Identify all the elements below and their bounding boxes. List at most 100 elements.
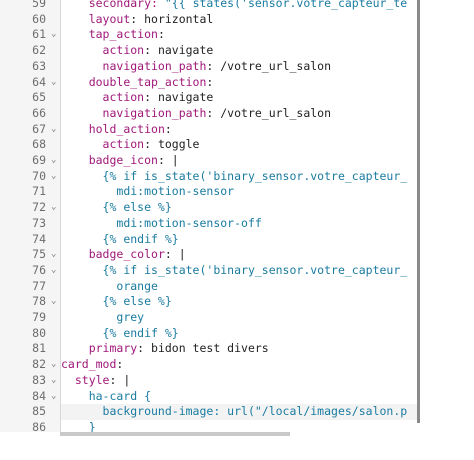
line-number: 67	[32, 121, 46, 136]
code-line[interactable]: secondary: "{{ states('sensor.votre_capt…	[61, 0, 418, 12]
code-line[interactable]: mdi:motion-sensor	[61, 184, 418, 200]
code-line[interactable]: double_tap_action:	[61, 75, 418, 91]
code-line[interactable]: {% endif %}	[61, 326, 418, 342]
code-token: navigation_path	[102, 105, 207, 120]
fold-chevron-icon[interactable]: ⌄	[51, 264, 57, 275]
code-line[interactable]: tap_action:	[61, 27, 418, 43]
code-token: : /votre_url_salon	[206, 58, 332, 73]
code-token: ha-card {	[88, 388, 152, 403]
code-token: {% endif %}	[102, 325, 179, 340]
code-line[interactable]: badge_icon: |	[61, 153, 418, 169]
line-number: 70	[32, 168, 46, 183]
code-line[interactable]: action: navigate	[61, 90, 418, 106]
code-line[interactable]: {% if is_state('binary_sensor.votre_capt…	[61, 169, 418, 185]
code-line[interactable]: mdi:motion-sensor-off	[61, 216, 418, 232]
line-number: 82	[32, 357, 46, 372]
fold-chevron-icon[interactable]: ⌄	[51, 155, 57, 165]
fold-chevron-icon[interactable]: ⌄	[51, 170, 57, 181]
code-token: secondary:	[88, 0, 165, 10]
code-line[interactable]: navigation_path: /votre_url_salon	[61, 106, 418, 122]
code-token: : navigate	[144, 90, 214, 105]
code-token: {% else %}	[102, 200, 172, 215]
fold-chevron-icon[interactable]: ⌄	[51, 76, 57, 87]
fold-chevron-icon[interactable]: ⌄	[51, 390, 57, 401]
line-number: 68	[32, 137, 46, 152]
code-token	[61, 12, 89, 26]
line-number: 71	[32, 184, 46, 199]
code-token	[61, 232, 103, 246]
code-token: "{{ states('sensor.votre_capteur_te	[164, 0, 408, 10]
code-line[interactable]: background-image: url("/local/images/sal…	[61, 404, 418, 420]
code-line[interactable]: ha-card {	[61, 389, 418, 405]
code-token: style	[74, 372, 110, 387]
code-token: card_mod	[61, 357, 117, 372]
code-token	[61, 169, 103, 183]
code-token	[61, 404, 103, 418]
line-number: 84	[32, 388, 46, 403]
code-token: orange	[116, 278, 158, 293]
code-token: {% endif %}	[102, 231, 179, 246]
fold-chevron-icon[interactable]: ⌄	[51, 296, 57, 307]
fold-chevron-icon[interactable]: ⌄	[51, 202, 57, 213]
code-line[interactable]: orange	[61, 279, 418, 295]
code-token	[61, 200, 103, 214]
code-token: }	[88, 419, 96, 432]
code-line[interactable]: grey	[61, 310, 418, 326]
code-line[interactable]: {% else %}	[61, 200, 418, 216]
code-line[interactable]: {% endif %}	[61, 232, 418, 248]
code-line[interactable]: badge_color: |	[61, 247, 418, 263]
code-line[interactable]: action: toggle	[61, 137, 418, 153]
code-token: background-image: url("/local/images/sal…	[102, 404, 408, 419]
code-token	[61, 90, 103, 104]
code-line[interactable]: card_mod:	[61, 357, 418, 373]
line-number: 75	[32, 247, 46, 262]
line-number: 74	[32, 231, 46, 246]
code-token: tap_action	[88, 27, 158, 42]
code-line[interactable]: {% else %}	[61, 294, 418, 310]
code-line[interactable]: {% if is_state('binary_sensor.votre_capt…	[61, 263, 418, 279]
fold-chevron-icon[interactable]: ⌄	[51, 123, 57, 134]
line-number: 83	[32, 372, 46, 387]
code-token	[61, 216, 116, 230]
code-line[interactable]: style: |	[61, 373, 418, 389]
code-token	[61, 326, 103, 340]
line-number: 63	[32, 58, 46, 73]
code-line[interactable]: navigation_path: /votre_url_salon	[61, 59, 418, 75]
fold-chevron-icon[interactable]: ⌄	[51, 374, 57, 385]
line-number: 66	[32, 105, 46, 120]
fold-chevron-icon[interactable]: ⌄	[51, 359, 57, 370]
line-number: 60	[32, 11, 46, 26]
code-line[interactable]: primary: bidon test divers	[61, 341, 418, 357]
line-number: 76	[32, 262, 46, 277]
code-line[interactable]: layout: horizontal	[61, 12, 418, 28]
code-token: navigation_path	[102, 58, 207, 73]
line-number: 86	[32, 419, 46, 432]
code-token	[61, 247, 89, 261]
code-token	[61, 341, 89, 355]
line-number: 81	[32, 341, 46, 356]
code-area[interactable]: secondary: "{{ states('sensor.votre_capt…	[61, 0, 418, 432]
code-token	[61, 0, 89, 10]
line-number: 73	[32, 215, 46, 230]
fold-chevron-icon[interactable]: ⌄	[51, 249, 57, 260]
code-token: badge_color	[88, 247, 165, 262]
code-line[interactable]: }	[61, 420, 418, 432]
code-token: :	[164, 121, 172, 136]
code-token	[61, 122, 89, 136]
horizontal-scrollbar[interactable]	[60, 432, 290, 436]
code-line[interactable]: hold_action:	[61, 122, 418, 138]
code-token: grey	[116, 310, 145, 324]
code-token	[61, 263, 103, 277]
line-number: 72	[32, 200, 46, 215]
code-token	[61, 75, 89, 89]
line-number: 78	[32, 294, 46, 309]
code-token: : bidon test divers	[137, 341, 269, 356]
code-token: action	[102, 90, 145, 105]
editor-right-scrollbar[interactable]	[417, 0, 420, 423]
code-token: {% else %}	[102, 294, 172, 309]
code-line[interactable]: action: navigate	[61, 43, 418, 59]
fold-chevron-icon[interactable]: ⌄	[51, 29, 57, 40]
line-number: 62	[32, 43, 46, 58]
